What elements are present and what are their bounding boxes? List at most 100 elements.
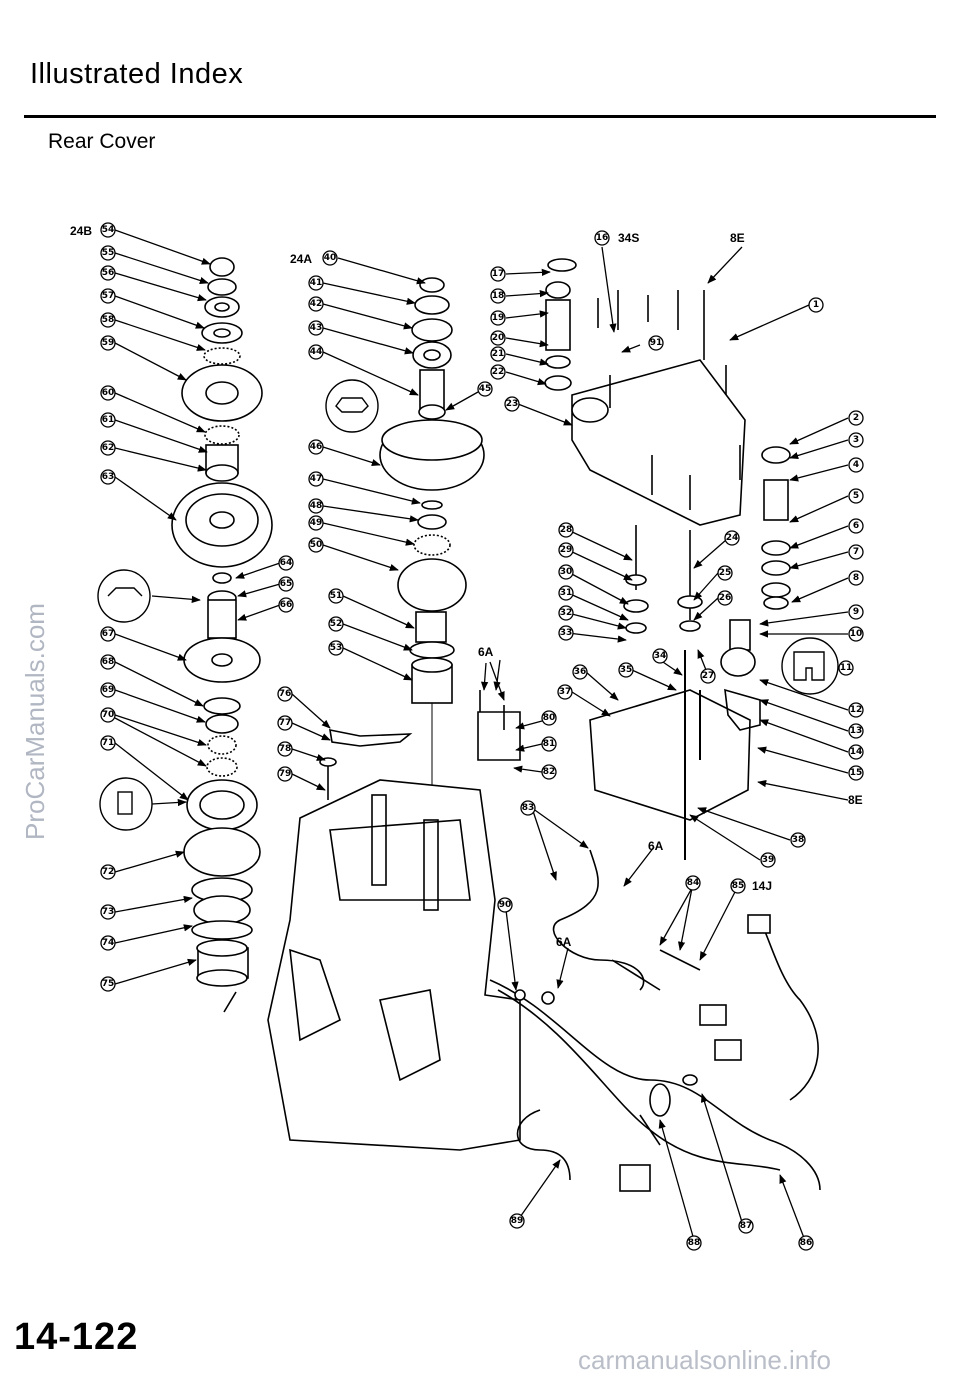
callout-39: 39 bbox=[762, 855, 775, 865]
callout-66: 66 bbox=[280, 600, 293, 610]
callout-74: 74 bbox=[102, 938, 115, 948]
callout-85: 85 bbox=[732, 881, 745, 891]
callout-77: 77 bbox=[279, 718, 292, 728]
callout-84: 84 bbox=[687, 878, 700, 888]
callout-55: 55 bbox=[102, 248, 115, 258]
callout-19: 19 bbox=[492, 313, 505, 323]
callout-20: 20 bbox=[492, 333, 505, 343]
callout-82: 82 bbox=[543, 767, 556, 777]
callout-1: 1 bbox=[813, 300, 819, 310]
code-label-8E-right: 8E bbox=[848, 793, 863, 807]
callout-25: 25 bbox=[719, 568, 732, 578]
section-subtitle: Rear Cover bbox=[48, 130, 156, 153]
callout-28: 28 bbox=[560, 525, 573, 535]
callout-45: 45 bbox=[479, 384, 492, 394]
code-label-6A-b: 6A bbox=[648, 839, 664, 853]
callout-24: 24 bbox=[726, 533, 739, 543]
detail-insets bbox=[97, 379, 839, 831]
code-label-14J: 14J bbox=[752, 879, 772, 893]
callout-11: 11 bbox=[840, 663, 853, 673]
callout-49: 49 bbox=[310, 518, 323, 528]
callout-30: 30 bbox=[560, 567, 573, 577]
callout-63: 63 bbox=[102, 472, 115, 482]
callout-47: 47 bbox=[310, 474, 323, 484]
callout-75: 75 bbox=[102, 979, 115, 989]
callout-23: 23 bbox=[506, 399, 519, 409]
callout-72: 72 bbox=[102, 867, 115, 877]
callout-64: 64 bbox=[280, 558, 293, 568]
callout-61: 61 bbox=[102, 415, 115, 425]
watermark-bottom: carmanualsonline.info bbox=[578, 1345, 831, 1375]
callout-43: 43 bbox=[310, 323, 323, 333]
code-labels: 24B 24A 34S 8E 6A 6A 6A 14J 8E bbox=[70, 224, 863, 949]
callout-46: 46 bbox=[310, 442, 323, 452]
callout-81: 81 bbox=[543, 739, 556, 749]
callout-21: 21 bbox=[492, 349, 505, 359]
callout-36: 36 bbox=[574, 667, 587, 677]
callout-31: 31 bbox=[560, 588, 573, 598]
callout-6: 6 bbox=[853, 521, 859, 531]
watermark-left: ProCarManuals.com bbox=[20, 603, 50, 840]
callout-40: 40 bbox=[324, 253, 337, 263]
callout-59: 59 bbox=[102, 338, 115, 348]
callout-37: 37 bbox=[559, 687, 572, 697]
code-label-24A: 24A bbox=[290, 252, 312, 266]
callout-58: 58 bbox=[102, 315, 115, 325]
callout-3: 3 bbox=[853, 435, 859, 445]
callout-80: 80 bbox=[543, 713, 556, 723]
middle-shaft-assembly bbox=[379, 277, 485, 830]
page-number: 14-122 bbox=[14, 1316, 139, 1358]
callout-33: 33 bbox=[560, 628, 573, 638]
callout-44: 44 bbox=[310, 347, 323, 357]
callout-42: 42 bbox=[310, 299, 323, 309]
callout-62: 62 bbox=[102, 443, 115, 453]
leader-lines bbox=[114, 229, 849, 1241]
callout-22: 22 bbox=[492, 367, 505, 377]
code-label-6A-a: 6A bbox=[478, 645, 494, 659]
code-label-8E-top: 8E bbox=[730, 231, 745, 245]
callout-2: 2 bbox=[853, 413, 859, 423]
callout-8: 8 bbox=[853, 573, 859, 583]
callout-69: 69 bbox=[102, 685, 115, 695]
callout-60: 60 bbox=[102, 388, 115, 398]
callout-65: 65 bbox=[280, 579, 293, 589]
callout-51: 51 bbox=[330, 591, 343, 601]
left-shaft-assembly bbox=[171, 257, 273, 1013]
callout-35: 35 bbox=[620, 665, 633, 675]
callout-71: 71 bbox=[102, 738, 115, 748]
callout-73: 73 bbox=[102, 907, 115, 917]
callout-76: 76 bbox=[279, 689, 292, 699]
callout-4: 4 bbox=[853, 460, 859, 470]
callout-86: 86 bbox=[800, 1238, 813, 1248]
callout-78: 78 bbox=[279, 744, 292, 754]
callout-87: 87 bbox=[740, 1221, 753, 1231]
callout-88: 88 bbox=[688, 1238, 701, 1248]
callout-16: 16 bbox=[596, 233, 609, 243]
callout-67: 67 bbox=[102, 629, 115, 639]
callout-53: 53 bbox=[330, 643, 343, 653]
page-title: Illustrated Index bbox=[30, 58, 244, 90]
callout-9: 9 bbox=[853, 607, 859, 617]
callout-12: 12 bbox=[850, 705, 863, 715]
callout-numbers: 54 55 56 57 58 59 60 61 62 63 64 65 66 6… bbox=[100, 222, 864, 1251]
callout-32: 32 bbox=[560, 608, 573, 618]
callout-17: 17 bbox=[492, 269, 505, 279]
callout-7: 7 bbox=[853, 547, 859, 557]
callout-41: 41 bbox=[310, 278, 323, 288]
code-label-24B: 24B bbox=[70, 224, 92, 238]
callout-10: 10 bbox=[850, 629, 863, 639]
callout-91: 91 bbox=[650, 338, 663, 348]
callout-83: 83 bbox=[522, 803, 535, 813]
callout-15: 15 bbox=[850, 768, 863, 778]
callout-89: 89 bbox=[511, 1216, 524, 1226]
code-label-6A-c: 6A bbox=[556, 935, 572, 949]
callout-14: 14 bbox=[850, 747, 863, 757]
callout-26: 26 bbox=[719, 593, 732, 603]
callout-48: 48 bbox=[310, 501, 323, 511]
callout-38: 38 bbox=[792, 835, 805, 845]
callout-27: 27 bbox=[702, 671, 715, 681]
callout-13: 13 bbox=[850, 726, 863, 736]
callout-68: 68 bbox=[102, 657, 115, 667]
callout-29: 29 bbox=[560, 545, 573, 555]
